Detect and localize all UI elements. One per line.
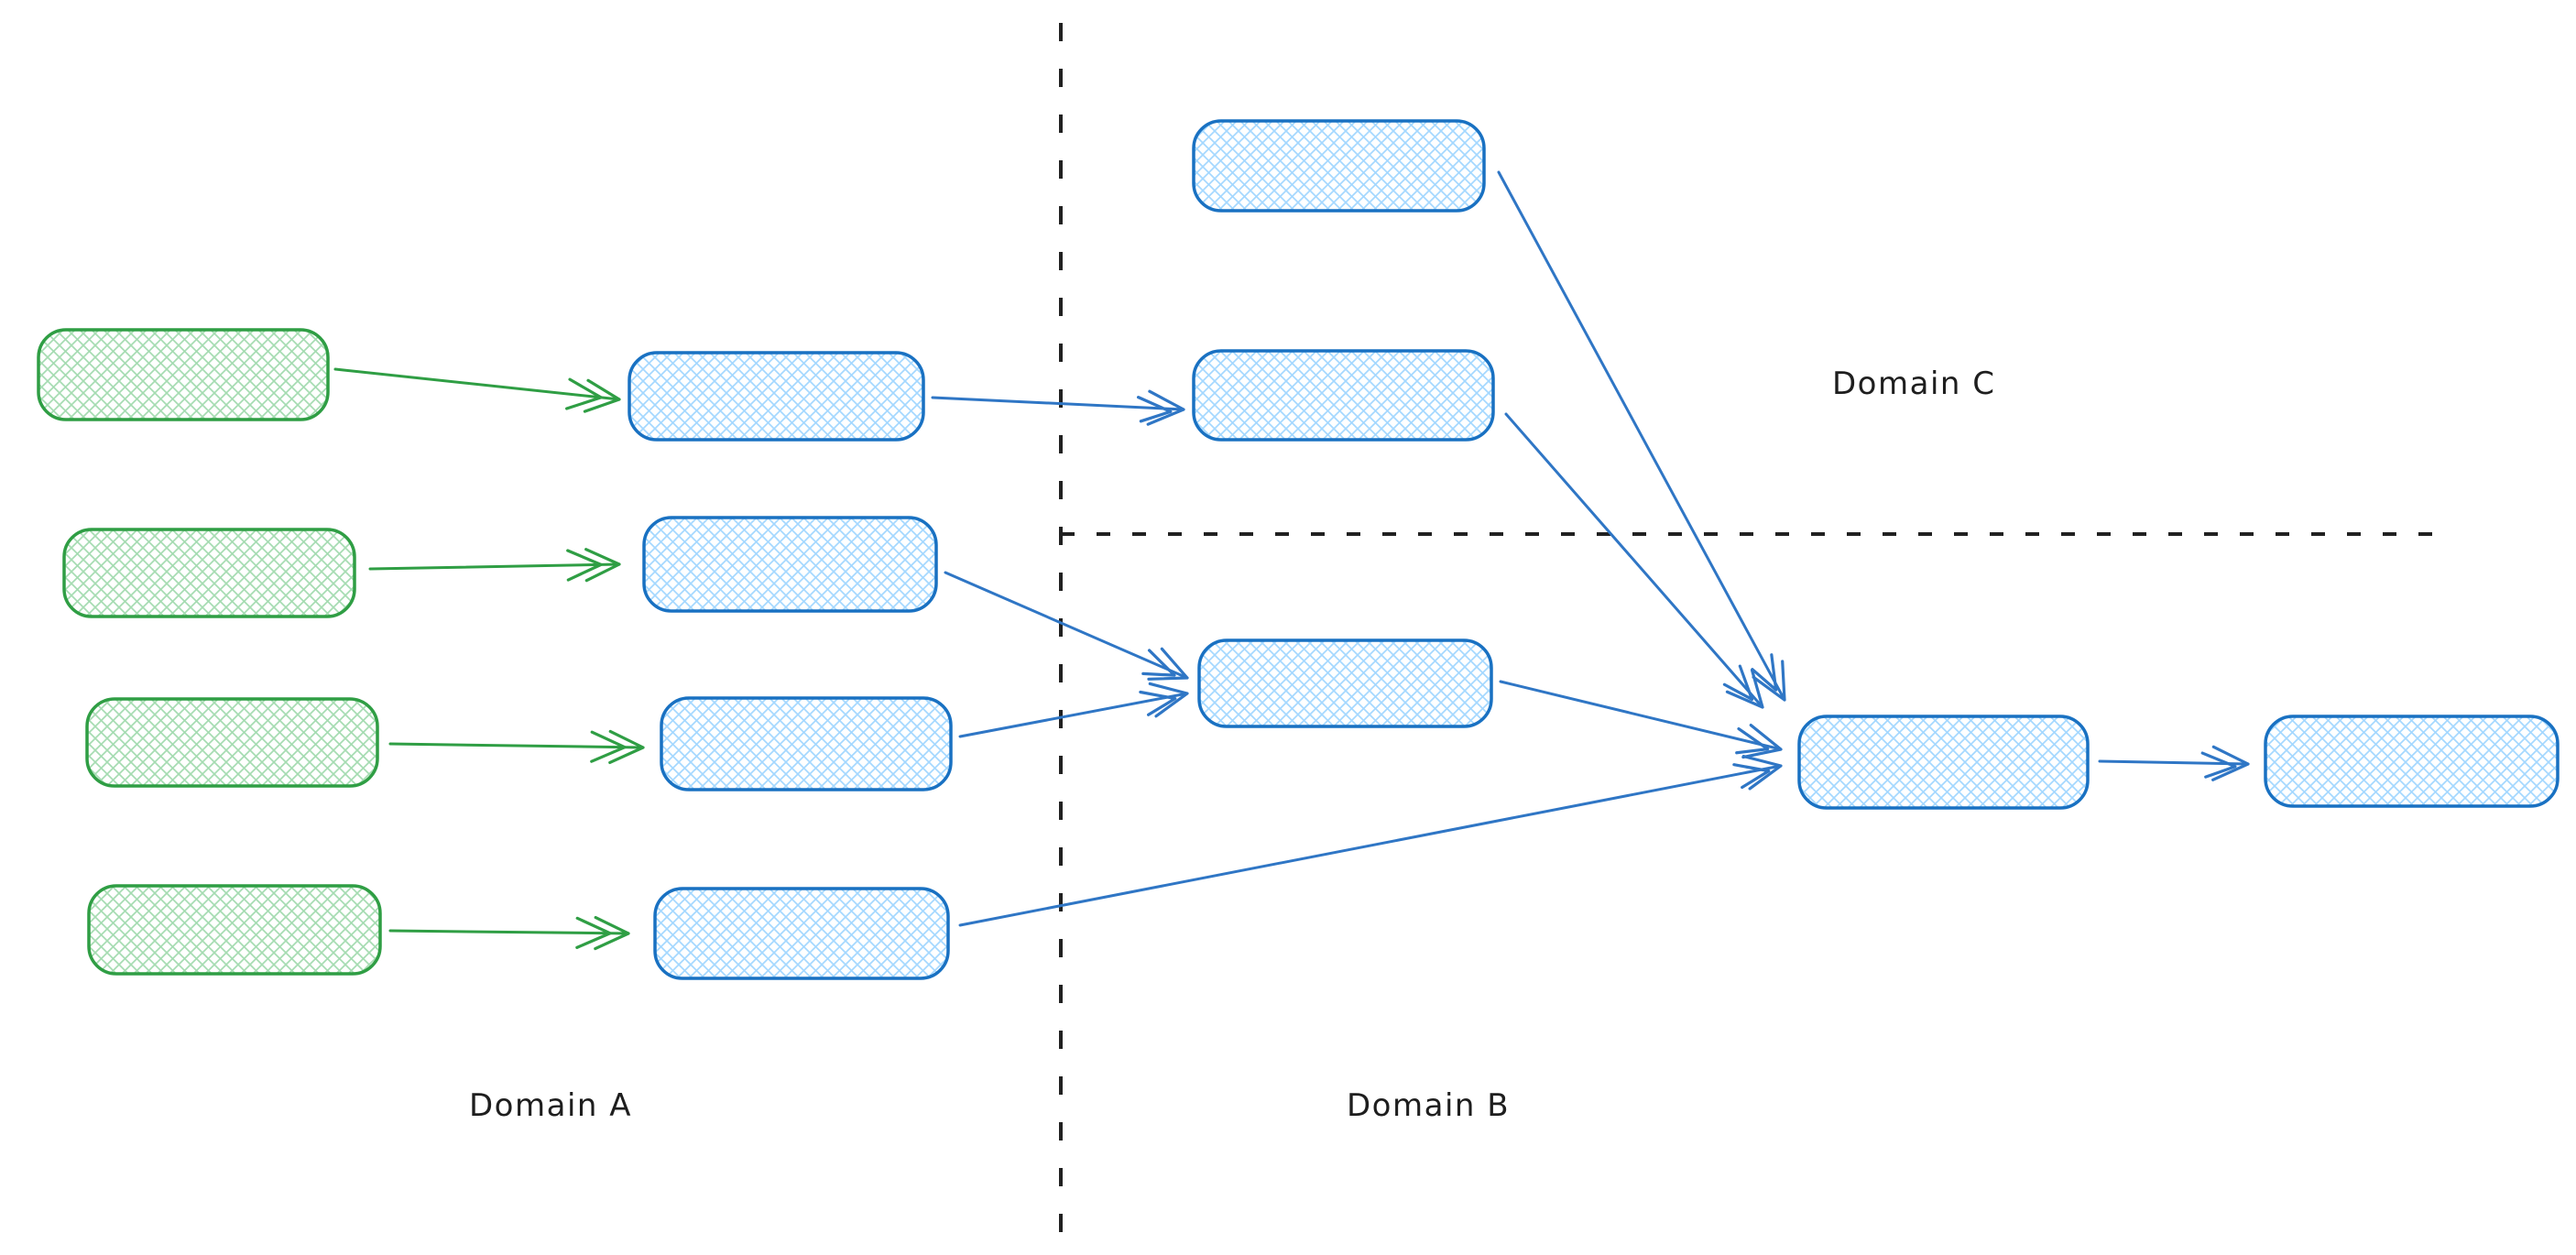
edge-green1-to-bluea1 bbox=[333, 367, 621, 413]
node-green-2 bbox=[62, 528, 356, 618]
edge-green3-to-bluea3 bbox=[388, 729, 645, 765]
node-green-3 bbox=[85, 697, 379, 788]
edge-bluea2-to-blueb3 bbox=[944, 571, 1189, 681]
node-blue-a1 bbox=[628, 351, 925, 442]
node-blue-b2 bbox=[1192, 349, 1495, 442]
edge-blueb1-to-bluec1 bbox=[1497, 170, 1786, 702]
edge-bluec1-to-bluec2 bbox=[2098, 745, 2250, 781]
edge-bluea3-to-blueb3 bbox=[958, 682, 1189, 738]
node-blue-a2 bbox=[642, 516, 938, 613]
label-domain-c: Domain C bbox=[1832, 366, 1995, 402]
node-blue-a4 bbox=[653, 887, 950, 980]
edge-green2-to-bluea2 bbox=[368, 548, 621, 583]
node-blue-a3 bbox=[660, 696, 953, 791]
label-domain-a: Domain A bbox=[469, 1087, 632, 1124]
label-domain-b: Domain B bbox=[1347, 1087, 1510, 1124]
edge-bluea4-to-bluec1 bbox=[958, 754, 1783, 927]
edge-bluea1-to-blueb2 bbox=[931, 389, 1185, 426]
edge-blueb3-to-bluec1 bbox=[1499, 680, 1783, 759]
node-blue-b3 bbox=[1197, 638, 1493, 728]
node-blue-c1 bbox=[1797, 715, 2090, 810]
node-green-4 bbox=[87, 884, 382, 976]
node-green-1 bbox=[37, 328, 330, 421]
edge-green4-to-bluea4 bbox=[388, 915, 630, 951]
edge-blueb2-to-bluec1 bbox=[1504, 412, 1764, 709]
node-blue-c2 bbox=[2264, 715, 2560, 808]
node-blue-b1 bbox=[1192, 119, 1486, 213]
